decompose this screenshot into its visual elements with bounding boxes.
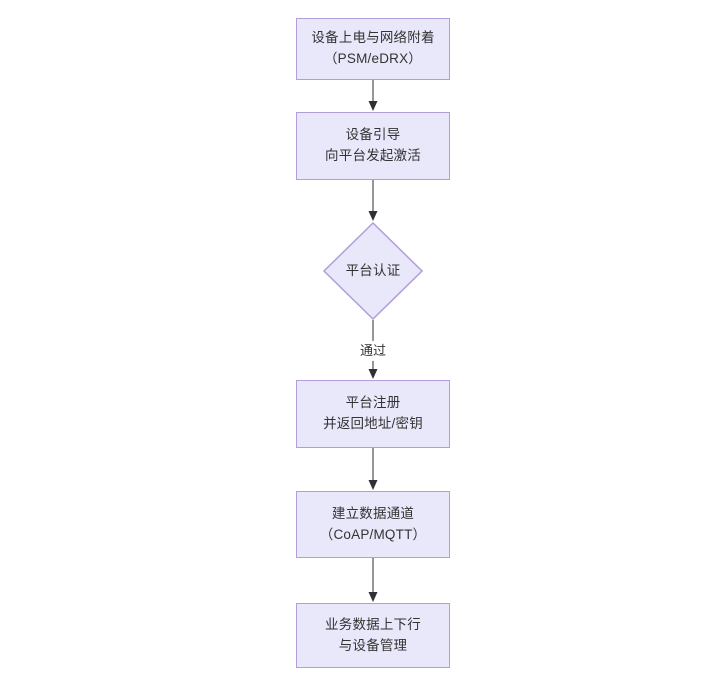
- node-platform-authentication[interactable]: 平台认证: [323, 222, 423, 320]
- node-establish-data-channel[interactable]: 建立数据通道 （CoAP/MQTT）: [296, 491, 450, 558]
- node-text-line-1: 建立数据通道: [331, 505, 415, 521]
- node-text-line-2: 并返回地址/密钥: [323, 416, 423, 431]
- node-text-line-2: 与设备管理: [338, 637, 408, 653]
- edge-n1-n2: [368, 80, 378, 111]
- node-device-power-on[interactable]: 设备上电与网络附着 （PSM/eDRX）: [296, 18, 450, 80]
- node-text-line-2: （PSM/eDRX）: [323, 51, 423, 66]
- node-text-line-2: （CoAP/MQTT）: [319, 526, 427, 542]
- node-text-line-1: 设备上电与网络附着: [311, 30, 435, 46]
- node-text-line-2: 向平台发起激活: [325, 148, 421, 163]
- node-text-line-1: 平台注册: [345, 395, 401, 411]
- edge-n5-n6: [368, 558, 378, 602]
- node-device-bootstrap[interactable]: 设备引导 向平台发起激活: [296, 112, 450, 180]
- node-business-data-and-device-management[interactable]: 业务数据上下行 与设备管理: [296, 603, 450, 668]
- node-text-line-1: 业务数据上下行: [325, 616, 421, 632]
- edge-n4-n5: [368, 448, 378, 490]
- node-platform-registration[interactable]: 平台注册 并返回地址/密钥: [296, 380, 450, 448]
- edge-n2-n3: [368, 180, 378, 221]
- node-text-line-1: 设备引导: [345, 127, 401, 143]
- edge-label-pass: 通过: [356, 340, 390, 362]
- diamond-shape: [323, 222, 423, 320]
- node-text-line-1: 平台认证: [345, 262, 401, 278]
